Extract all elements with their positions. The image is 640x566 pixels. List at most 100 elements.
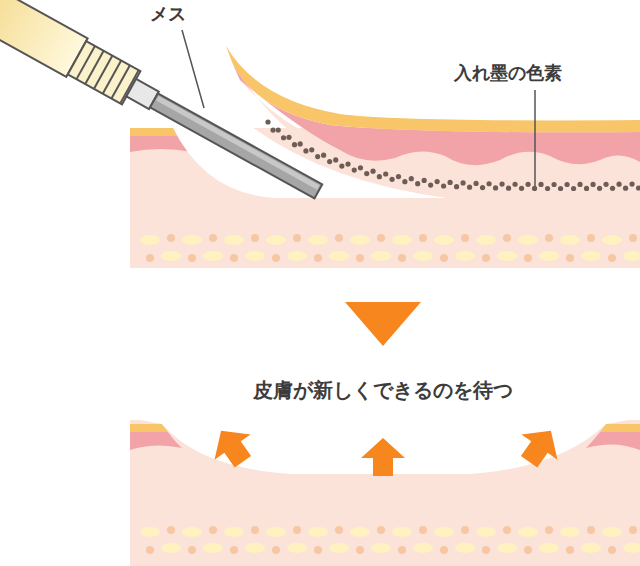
fat-dot xyxy=(461,526,469,534)
fat-dot xyxy=(629,526,637,534)
pigment-dot xyxy=(364,171,369,176)
pigment-dot xyxy=(292,142,297,147)
fat-dot xyxy=(440,546,448,554)
fat-cell xyxy=(455,543,475,553)
pigment-dot xyxy=(519,186,524,191)
pigment-dot xyxy=(333,157,338,162)
fat-dot xyxy=(293,234,301,242)
pigment-dot xyxy=(623,186,628,191)
fat-cell xyxy=(329,251,349,261)
pigment-dot xyxy=(616,182,621,187)
pigment-dot xyxy=(298,141,303,146)
growth-arrow xyxy=(361,438,405,476)
fat-cell xyxy=(581,543,601,553)
pigment-dot xyxy=(447,180,452,185)
pigment-dot xyxy=(597,186,602,191)
pigment-dot xyxy=(525,182,530,187)
fat-cell xyxy=(140,235,160,245)
fat-layer xyxy=(140,234,640,262)
pigment-dot xyxy=(506,186,511,191)
pigment-dot xyxy=(428,182,433,187)
fat-layer xyxy=(140,526,640,554)
fat-cell xyxy=(476,527,496,537)
fat-cell xyxy=(203,251,223,261)
tattoo-pigment xyxy=(265,119,640,191)
fat-cell xyxy=(539,543,559,553)
pigment-dot xyxy=(270,128,275,133)
fat-cell xyxy=(161,251,181,261)
fat-cell xyxy=(329,543,349,553)
fat-cell xyxy=(602,235,622,245)
step-arrow xyxy=(345,302,421,346)
leader-line xyxy=(534,90,536,186)
grip-ring xyxy=(103,60,121,93)
fat-dot xyxy=(587,526,595,534)
pigment-dot xyxy=(396,174,401,179)
grip-ring xyxy=(77,46,95,79)
pigment-dot xyxy=(441,183,446,188)
pigment-dot xyxy=(610,186,615,191)
growth-arrow xyxy=(203,418,261,474)
fat-dot xyxy=(356,254,364,262)
pigment-dot xyxy=(486,181,491,186)
fat-dot xyxy=(503,526,511,534)
pigment-dot xyxy=(339,163,344,168)
fat-dot xyxy=(419,234,427,242)
fat-cell xyxy=(392,527,412,537)
pigment-dot xyxy=(532,186,537,191)
fat-dot xyxy=(188,254,196,262)
fat-cell xyxy=(245,251,265,261)
fat-dot xyxy=(167,526,175,534)
pigment-dot xyxy=(493,185,498,190)
growth-arrow xyxy=(511,418,569,474)
fat-cell xyxy=(182,235,202,245)
fat-cell xyxy=(623,251,640,261)
fat-cell xyxy=(413,543,433,553)
grip-ring xyxy=(94,56,112,89)
part-label: 入れ墨の色素 xyxy=(454,62,562,84)
fat-dot xyxy=(335,234,343,242)
pigment-dot xyxy=(512,182,517,187)
fat-dot xyxy=(272,546,280,554)
pigment-dot xyxy=(480,185,485,190)
fat-dot xyxy=(398,254,406,262)
pigment-dot xyxy=(415,181,420,186)
epidermis xyxy=(226,46,640,132)
epidermis xyxy=(130,128,180,136)
fat-cell xyxy=(224,527,244,537)
pigment-dot xyxy=(636,185,640,190)
fat-dot xyxy=(167,234,175,242)
fat-dot xyxy=(629,234,637,242)
pigment-dot xyxy=(590,182,595,187)
step-label: 皮膚が新しくできるのを待つ xyxy=(253,378,513,402)
pigment-dot xyxy=(265,119,270,124)
fat-cell xyxy=(392,235,412,245)
pigment-dot xyxy=(276,127,281,132)
fat-dot xyxy=(146,546,154,554)
fat-dot xyxy=(230,546,238,554)
pigment-dot xyxy=(345,162,350,167)
fat-cell xyxy=(161,543,181,553)
fat-dot xyxy=(398,546,406,554)
pigment-dot xyxy=(467,185,472,190)
pigment-dot xyxy=(303,148,308,153)
pigment-dot xyxy=(383,171,388,176)
fat-dot xyxy=(608,546,616,554)
fat-cell xyxy=(371,543,391,553)
pigment-dot xyxy=(584,186,589,191)
fat-dot xyxy=(545,526,553,534)
pigment-dot xyxy=(352,167,357,172)
pigment-dot xyxy=(370,169,375,174)
fat-cell xyxy=(182,527,202,537)
fat-dot xyxy=(272,254,280,262)
epidermis xyxy=(130,424,168,432)
pigment-dot xyxy=(286,135,291,140)
pigment-dot xyxy=(358,165,363,170)
fat-cell xyxy=(560,527,580,537)
pigment-dot xyxy=(402,179,407,184)
fat-cell xyxy=(224,235,244,245)
fat-dot xyxy=(482,254,490,262)
leader-line xyxy=(182,30,204,108)
fat-cell xyxy=(266,527,286,537)
